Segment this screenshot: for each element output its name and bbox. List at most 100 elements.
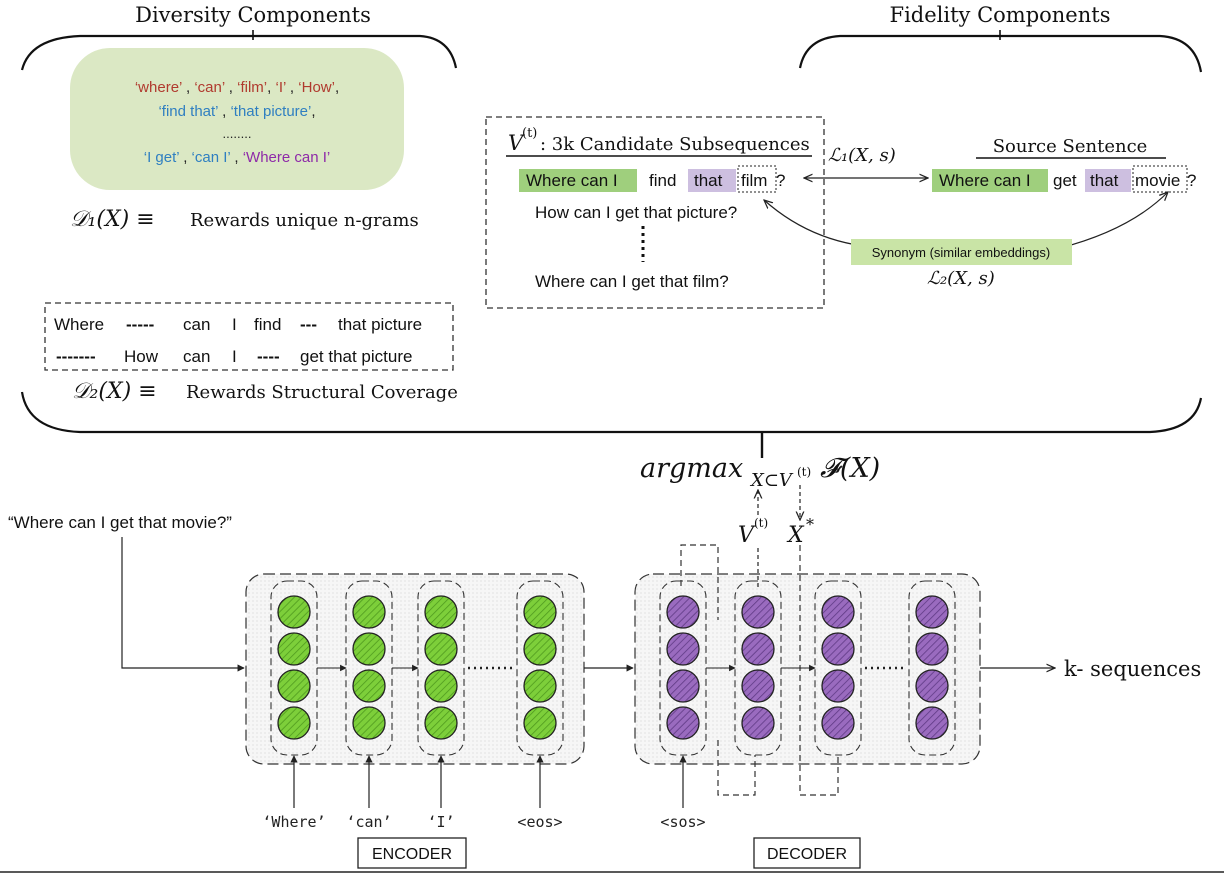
decoder-feedback-bottom-1 — [717, 740, 756, 796]
components-bottom-brace — [20, 391, 1203, 434]
encoder-unit — [277, 632, 311, 666]
svg-text:---: --- — [300, 315, 317, 334]
decoder-block — [634, 573, 981, 765]
svg-text:can: can — [183, 315, 210, 334]
ngram-segment: , — [225, 79, 238, 96]
x-star-label: X — [786, 523, 805, 548]
ngram-segment: ‘film’ — [237, 79, 267, 96]
synonym-box — [851, 239, 1072, 265]
svg-text:that picture: that picture — [338, 315, 422, 334]
source-part2: get — [1053, 171, 1077, 190]
decoder-column — [908, 580, 956, 756]
encoder-token-inputs: ‘Where’ ‘can’ ‘I’ <eos> — [262, 755, 563, 831]
token-eos: <eos> — [517, 813, 562, 831]
svg-text:I: I — [232, 315, 237, 334]
decoder-column — [814, 580, 862, 756]
svg-text:-------: ------- — [56, 347, 96, 366]
candidates-title: : 3k Candidate Subsequences — [540, 134, 810, 155]
token-where: ‘Where’ — [262, 813, 325, 831]
decoder-column — [659, 580, 707, 756]
v-label: V — [738, 523, 756, 548]
decoder-token-inputs: <sos> — [660, 755, 706, 831]
encoder-unit — [277, 595, 311, 629]
coverage-line-1: Where ----- can I find --- that picture — [54, 315, 422, 334]
decoder-unit — [821, 706, 855, 740]
encoder-column — [345, 580, 393, 756]
decoder-unit — [741, 669, 775, 703]
source-part4: movie — [1135, 171, 1180, 190]
decoder-unit — [741, 632, 775, 666]
ngram-box — [70, 48, 404, 190]
objective-function: 𝓕(X) — [820, 453, 880, 484]
l2-label: ℒ₂(X, s) — [927, 268, 995, 289]
ngram-segment: , — [218, 103, 231, 120]
encoder-unit — [523, 632, 557, 666]
ngram-segment: , — [230, 149, 243, 166]
candidate-2: How can I get that picture? — [535, 203, 737, 222]
ngram-segment: , — [267, 79, 275, 96]
decoder-feedback-top — [680, 544, 719, 620]
decoder-unit — [915, 632, 949, 666]
decoder-unit — [821, 669, 855, 703]
ngram-segment: ‘I’ — [275, 79, 286, 96]
decoder-unit — [741, 595, 775, 629]
ngram-dots: ........ — [223, 126, 252, 141]
candidates-box — [485, 116, 825, 309]
ngram-segment: ‘that picture’ — [230, 103, 311, 120]
decoder-column — [734, 580, 782, 756]
coverage-box — [44, 302, 454, 371]
encoder-column — [417, 580, 465, 756]
encoder-unit — [277, 706, 311, 740]
candidates-title-sup: (t) — [522, 126, 537, 141]
decoder-unit — [915, 669, 949, 703]
encoder-unit — [424, 706, 458, 740]
candidate-1-part2: find — [649, 171, 676, 190]
candidate-3: Where can I get that film? — [535, 272, 729, 291]
decoder-feedback-bottom-2 — [799, 545, 839, 796]
svg-text:----: ---- — [257, 347, 280, 366]
fidelity-brace — [798, 34, 1203, 73]
svg-text:get that picture: get that picture — [300, 347, 412, 366]
encoder-unit — [523, 706, 557, 740]
x-star-sup: * — [806, 515, 814, 534]
svg-text:How: How — [124, 347, 159, 366]
decoder-unit — [666, 706, 700, 740]
candidates-title-v: V — [508, 131, 525, 155]
decoder-unit — [666, 632, 700, 666]
svg-text:find: find — [254, 315, 281, 334]
ngram-segment: ‘where’ — [135, 79, 182, 96]
diversity-title: Diversity Components — [135, 3, 371, 27]
source-part5: ? — [1187, 171, 1196, 190]
encoder-label: ENCODER — [372, 846, 452, 863]
ngram-segment: , — [179, 149, 192, 166]
encoder-unit — [523, 669, 557, 703]
svg-text:can: can — [183, 347, 210, 366]
candidate-1-part5: ? — [776, 171, 785, 190]
decoder-unit — [666, 669, 700, 703]
encoder-unit — [523, 595, 557, 629]
encoder-column — [270, 580, 318, 756]
d1-math: 𝒟₁(X) ≡ — [70, 207, 155, 232]
argmax-label: argmax — [640, 453, 743, 484]
d2-description: Rewards Structural Coverage — [186, 382, 458, 403]
synonym-arrow-right — [1059, 192, 1168, 249]
token-sos: <sos> — [660, 813, 705, 831]
svg-text:-----: ----- — [126, 315, 154, 334]
source-part3: that — [1090, 171, 1119, 190]
d1-description: Rewards unique n-grams — [190, 210, 419, 231]
encoder-unit — [424, 595, 458, 629]
source-title: Source Sentence — [993, 136, 1148, 157]
ngram-line-2: ‘find that’ , ‘that picture’, — [158, 103, 315, 120]
encoder-label-box — [357, 837, 467, 869]
source-part1: Where can I — [939, 171, 1031, 190]
ngram-segment: ‘can’ — [194, 79, 225, 96]
input-arrow — [121, 537, 245, 672]
argmax-subscript: X⊂V — [749, 470, 794, 491]
encoder-unit — [352, 632, 386, 666]
encoder-unit — [352, 669, 386, 703]
ngram-line-1: ‘where’ , ‘can’ , ‘film’, ‘I’ , ‘How’, — [135, 79, 339, 96]
token-can: ‘can’ — [346, 813, 391, 831]
decoder-columns — [659, 580, 956, 756]
ngram-segment: ‘find that’ — [158, 103, 218, 120]
